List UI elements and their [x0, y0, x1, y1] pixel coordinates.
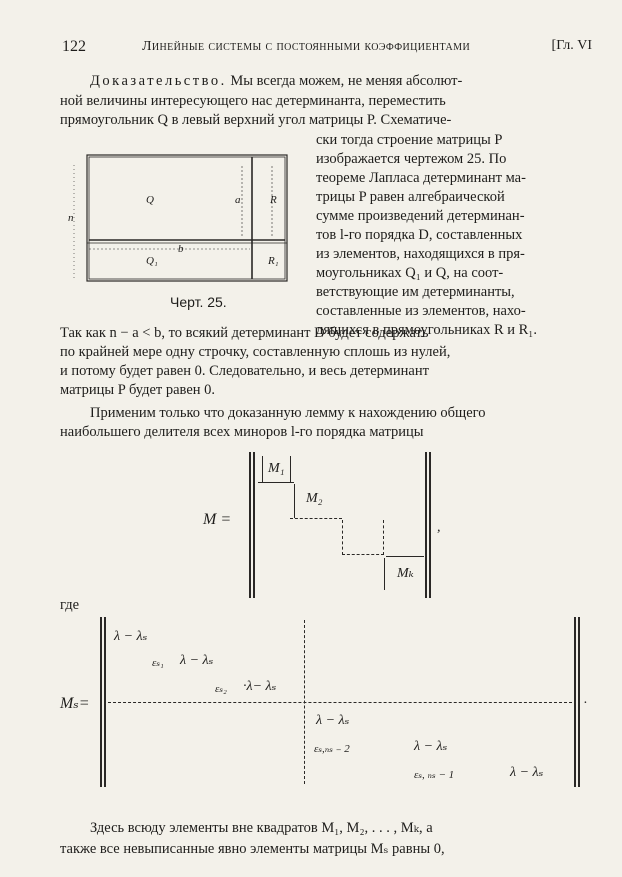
det-bar-left-2: [253, 452, 255, 598]
wrap-line: сумме произведений детерминан-: [316, 208, 525, 224]
block-M2-label: M₂: [306, 491, 323, 506]
matrix-entry: εₛ₂: [215, 683, 227, 695]
matrix-entry: λ − λₛ: [510, 765, 544, 780]
matrix-entry: λ − λₛ: [180, 653, 214, 668]
label-Q1: Q₁: [146, 255, 158, 267]
det-bar-left-1: [100, 617, 102, 787]
proof-lead: Доказательство.: [90, 73, 227, 89]
block-M1-bottom: [258, 482, 294, 483]
apply-line: наибольшего делителя всех миноров l-го п…: [60, 424, 424, 440]
det-bar-right-1: [425, 452, 427, 598]
wrap-line: дящихся в прямоугольниках R и R₁.: [316, 322, 537, 338]
chapter-marker: [Гл. VI: [551, 38, 592, 53]
closing-line: также все невыписанные явно элементы мат…: [60, 841, 445, 857]
block-M2-left: [294, 484, 295, 518]
matrix-M-lhs: M =: [203, 511, 232, 528]
block-M1-right: [290, 456, 291, 482]
running-title: Линейные системы с постоянными коэффицие…: [142, 39, 471, 54]
apply-paragraph: Применим только что доказанную лемму к н…: [60, 404, 592, 442]
matrix-entry: εₛ₁: [152, 657, 164, 669]
wrap-line: тов l-го порядка D, составленных: [316, 227, 523, 243]
det-bar-left-1: [249, 452, 251, 598]
det-bar-right-1: [574, 617, 576, 787]
block-Mk-label: Mₖ: [397, 566, 414, 581]
closing-paragraph: Здесь всюду элементы вне квадратов M₁, M…: [60, 818, 588, 860]
proof-line-1: Мы всегда можем, не меняя абсолют-: [230, 73, 463, 89]
page-number: 122: [62, 38, 86, 55]
wrap-line: составленные из элементов, нахо-: [316, 303, 526, 319]
label-R1: R₁: [268, 255, 279, 267]
matrix-Ms-lhs: Mₛ=: [60, 695, 90, 712]
proof-line-2: ной величины интересующего нас детермина…: [60, 92, 446, 109]
matrix-entry: εₛ, ₙₛ − 1: [414, 769, 455, 781]
running-header: 122 Линейные системы с постоянными коэфф…: [62, 38, 592, 58]
block-M2-bottom: [290, 518, 342, 520]
closing-line: Здесь всюду элементы вне квадратов M₁, M…: [90, 820, 433, 836]
conclusion-line: по крайней мере одну строчку, составленн…: [60, 344, 451, 360]
block-M1-label: M₁: [268, 461, 285, 476]
matrix-entry: ·λ− λₛ: [243, 679, 277, 694]
matrix-Ms-period: .: [584, 692, 588, 707]
figure-25: [73, 154, 288, 282]
wrap-line: ветствующие им детерминанты,: [316, 284, 515, 300]
matrix-P-outline: [86, 154, 288, 282]
matrix-M-comma: ,: [437, 520, 441, 535]
label-b: b: [178, 243, 184, 255]
wrap-line: трицы P равен алгебраической: [316, 189, 505, 205]
block-M1-left: [262, 456, 263, 482]
matrix-entry: λ − λₛ: [114, 629, 148, 644]
matrix-P-inner-outline: [88, 156, 286, 280]
wrap-line: из элементов, находящихся в пря-: [316, 246, 525, 262]
wrap-line: изображается чертежом 25. По: [316, 151, 507, 167]
figure-caption: Черт. 25.: [170, 294, 227, 310]
block-divider-vertical: [304, 620, 305, 784]
label-a: a: [235, 194, 241, 206]
label-n: n: [68, 212, 74, 224]
proof-paragraph: Доказательство. Мы всегда можем, не меня…: [60, 72, 592, 131]
block-Mk-left: [384, 558, 385, 590]
det-bar-right-2: [578, 617, 580, 787]
matrix-entry: εₛ,ₙₛ ₋ 2: [314, 743, 350, 755]
matrix-entry: λ − λₛ: [414, 739, 448, 754]
proof-conclusion: Так как n − a < b, то всякий детерминант…: [60, 324, 592, 400]
apply-line: Применим только что доказанную лемму к н…: [90, 405, 486, 421]
wrap-line: моугольниках Q₁ и Q, на соот-: [316, 265, 504, 281]
wrap-line: теореме Лапласа детерминант ма-: [316, 170, 526, 186]
conclusion-line: Так как n − a < b, то всякий детерминант…: [60, 325, 429, 341]
det-bar-left-2: [104, 617, 106, 787]
conclusion-line: и потому будет равен 0. Следовательно, и…: [60, 363, 429, 379]
proof-line-3: прямоугольник Q в левый верхний угол мат…: [60, 112, 452, 128]
label-Q: Q: [146, 194, 154, 206]
wrap-line: ски тогда строение матрицы P: [316, 132, 503, 148]
where-word: где: [60, 597, 80, 613]
label-R: R: [270, 194, 277, 206]
block-dots: [342, 520, 384, 555]
block-divider-horizontal: [108, 702, 572, 703]
block-Mk-top: [386, 556, 424, 557]
proof-wrap-text: ски тогда строение матрицы P изображаетс…: [316, 131, 592, 340]
matrix-entry: λ − λₛ: [316, 713, 350, 728]
conclusion-line: матрицы P будет равен 0.: [60, 382, 216, 398]
det-bar-right-2: [429, 452, 431, 598]
